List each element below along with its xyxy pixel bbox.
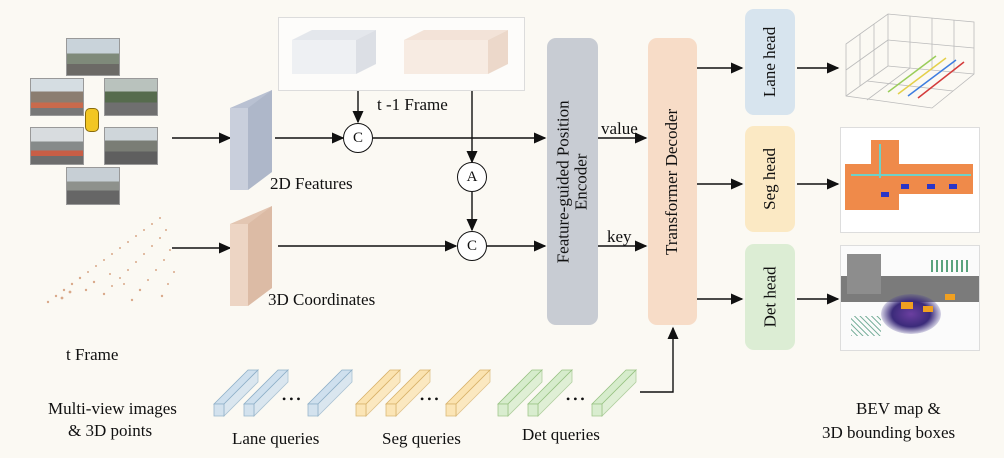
multi-view-label-line2: & 3D points: [68, 421, 153, 440]
lane-3d-plot: [845, 13, 975, 109]
features-2d-label: 2D Features: [270, 174, 353, 193]
camera-back-image: [66, 167, 120, 205]
lane-head-label: Lane head: [760, 26, 780, 98]
seg-query-ellipsis: • • •: [420, 392, 439, 406]
camera-back-right-image: [104, 127, 158, 165]
detection-lidar-map: [840, 245, 980, 351]
multi-view-label-line1: Multi-view images: [48, 399, 177, 418]
frame-t-label: t Frame: [66, 345, 119, 364]
transformer-decoder-block: Transformer Decoder: [648, 38, 697, 325]
output-label-line1: BEV map &: [856, 399, 941, 418]
previous-coordinates-block: [404, 30, 508, 74]
decoder-label: Transformer Decoder: [662, 108, 682, 255]
det-queries-label: Det queries: [522, 425, 600, 444]
features-2d-block: [230, 90, 272, 190]
camera-front-left-image: [30, 78, 84, 116]
det-query-ellipsis: • • •: [566, 392, 585, 406]
camera-front-image: [66, 38, 120, 76]
output-label-line2: 3D bounding boxes: [822, 423, 956, 442]
encoder-label-line2: Encoder: [571, 153, 591, 210]
det-head-label: Det head: [760, 266, 780, 328]
value-edge-label: value: [601, 119, 638, 138]
coordinates-3d-block: [230, 206, 272, 306]
lane-query-ellipsis: • • •: [282, 392, 301, 406]
coordinates-3d-label: 3D Coordinates: [268, 290, 376, 309]
lane-head-block: Lane head: [745, 9, 795, 115]
seg-head-label: Seg head: [760, 148, 780, 210]
concat-operator-bottom: C: [457, 231, 487, 261]
det-head-block: Det head: [745, 244, 795, 350]
seg-head-block: Seg head: [745, 126, 795, 232]
ego-car-icon: [85, 108, 99, 132]
camera-front-right-image: [104, 78, 158, 116]
align-operator: A: [457, 162, 487, 192]
camera-back-left-image: [30, 127, 84, 165]
previous-frame-label: t -1 Frame: [377, 95, 448, 114]
previous-features-block: [292, 30, 376, 74]
lane-queries-label: Lane queries: [232, 429, 320, 448]
segmentation-map: [840, 127, 980, 233]
key-edge-label: key: [607, 227, 632, 246]
position-encoder-block: Feature-guided Position Encoder: [547, 38, 598, 325]
encoder-label-line1: Feature-guided Position: [553, 100, 573, 263]
seg-queries-label: Seg queries: [382, 429, 461, 448]
point-cloud: [46, 217, 175, 304]
concat-operator-top: C: [343, 123, 373, 153]
